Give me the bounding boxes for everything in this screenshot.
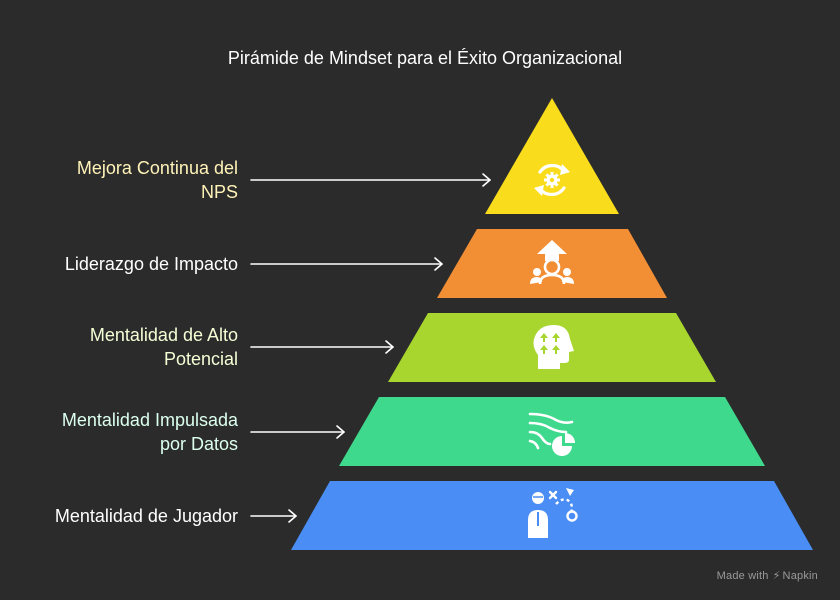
level-label-jugador: Mentalidad de Jugador — [54, 506, 238, 526]
arrow-tier-3 — [250, 340, 394, 354]
arrow-tier-4 — [250, 425, 345, 439]
leader-arrow-icon — [530, 240, 574, 285]
diagram-title: Pirámide de Mindset para el Éxito Organi… — [227, 48, 623, 68]
level-label-mejora-continua: Mejora Continua del NPS — [76, 158, 238, 202]
pyramid-tier-2 — [437, 229, 667, 298]
player-strategy-icon — [528, 488, 578, 538]
napkin-watermark: Made with⚡Napkin — [716, 570, 818, 582]
arrow-tier-1 — [250, 173, 491, 187]
cycle-gear-icon — [534, 163, 570, 197]
arrow-tier-5 — [250, 509, 297, 523]
pyramid-tier-5 — [291, 481, 813, 550]
head-growth-icon — [533, 325, 574, 369]
pyramid-tier-4 — [339, 397, 765, 466]
level-label-liderazgo: Liderazgo de Impacto — [64, 254, 238, 274]
napkin-logo-icon: ⚡ — [772, 570, 781, 582]
pyramid-tier-1 — [485, 98, 619, 214]
level-label-alto-potencial: Mentalidad de Alto Potencial — [89, 325, 238, 369]
level-label-impulsada-datos: Mentalidad Impulsada por Datos — [61, 410, 238, 454]
data-flow-chart-icon — [528, 412, 575, 456]
arrow-tier-2 — [250, 257, 443, 271]
